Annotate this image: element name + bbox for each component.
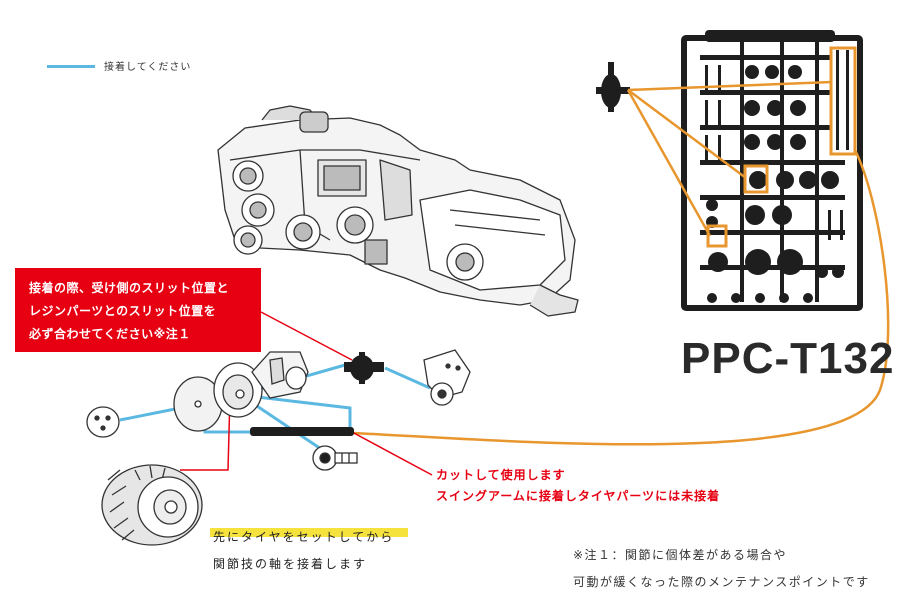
footnote-line-2: 可動が緩くなった際のメンテナンスポイントです [573, 575, 870, 589]
highlight-marker [210, 528, 408, 537]
bracket-part-icon [423, 349, 471, 406]
red-leader-lines [180, 311, 433, 476]
callout-lines [352, 80, 890, 446]
cut-instruction-note: カットして使用します スイングアームに接着しタイヤパーツには未接着 [436, 465, 720, 507]
cut-note-line-2: スイングアームに接着しタイヤパーツには未接着 [436, 489, 721, 503]
assembly-note-line-1: 先にタイヤをセットしてから [213, 530, 395, 544]
joint-part-icon [344, 352, 384, 384]
model-number-label: PPC-T132 [681, 334, 895, 383]
legend-label: 接着してください [104, 62, 192, 73]
runner-sprue-icon [681, 30, 863, 311]
cap-part-icon [86, 406, 120, 438]
pin-part-icon [596, 62, 630, 112]
bolt-part-icon [312, 445, 358, 471]
tire-part-icon [101, 464, 203, 546]
maintenance-footnote: ※注１：関節に個体差がある場合や 可動が緩くなった際のメンテナンスポイントです [573, 542, 870, 596]
note-line-2: レジンパーツとのスリット位置を [29, 304, 217, 318]
footnote-line-1: ※注１：関節に個体差がある場合や [573, 548, 788, 562]
rod-part-icon [250, 427, 354, 436]
note-line-1: 接着の際、受け側のスリット位置と [29, 281, 230, 295]
assembly-order-note: 先にタイヤをセットしてから 関節技の軸を接着します [213, 524, 394, 578]
swing-arm-icon [251, 351, 309, 399]
legend-glue-line [47, 65, 95, 68]
cut-note-line-1: カットして使用します [436, 468, 566, 482]
note-line-3: 必ず合わせてください※注１ [29, 327, 191, 341]
vehicle-illustration-icon [217, 105, 579, 317]
assembly-note-line-2: 関節技の軸を接着します [213, 557, 368, 571]
hub-wheel-icon [213, 362, 263, 418]
alignment-warning-note: 接着の際、受け側のスリット位置と レジンパーツとのスリット位置を 必ず合わせてく… [15, 268, 261, 352]
